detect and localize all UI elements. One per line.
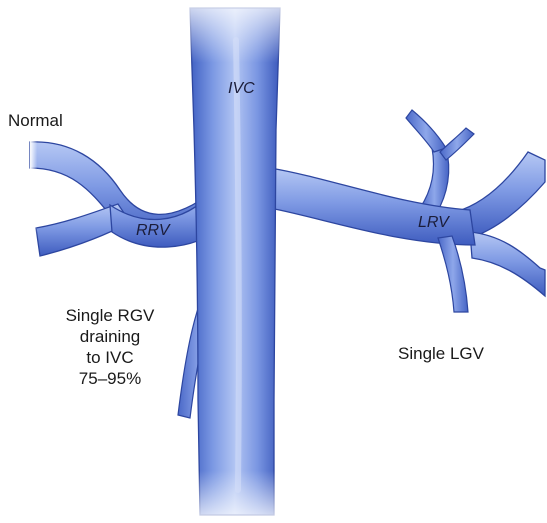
label-single-rgv-line-1: Single RGV [66, 305, 155, 326]
label-single-rgv-line-4: 75–95% [79, 368, 141, 389]
label-single-rgv: Single RGV draining to IVC 75–95% [50, 305, 170, 389]
label-rrv: RRV [136, 220, 170, 241]
label-lrv: LRV [418, 212, 449, 233]
lrv-vessel [270, 110, 545, 312]
label-ivc: IVC [228, 78, 255, 99]
label-single-rgv-line-3: to IVC [86, 347, 133, 368]
label-single-lgv: Single LGV [398, 343, 484, 364]
label-single-rgv-line-2: draining [80, 326, 141, 347]
label-normal: Normal [8, 110, 63, 131]
